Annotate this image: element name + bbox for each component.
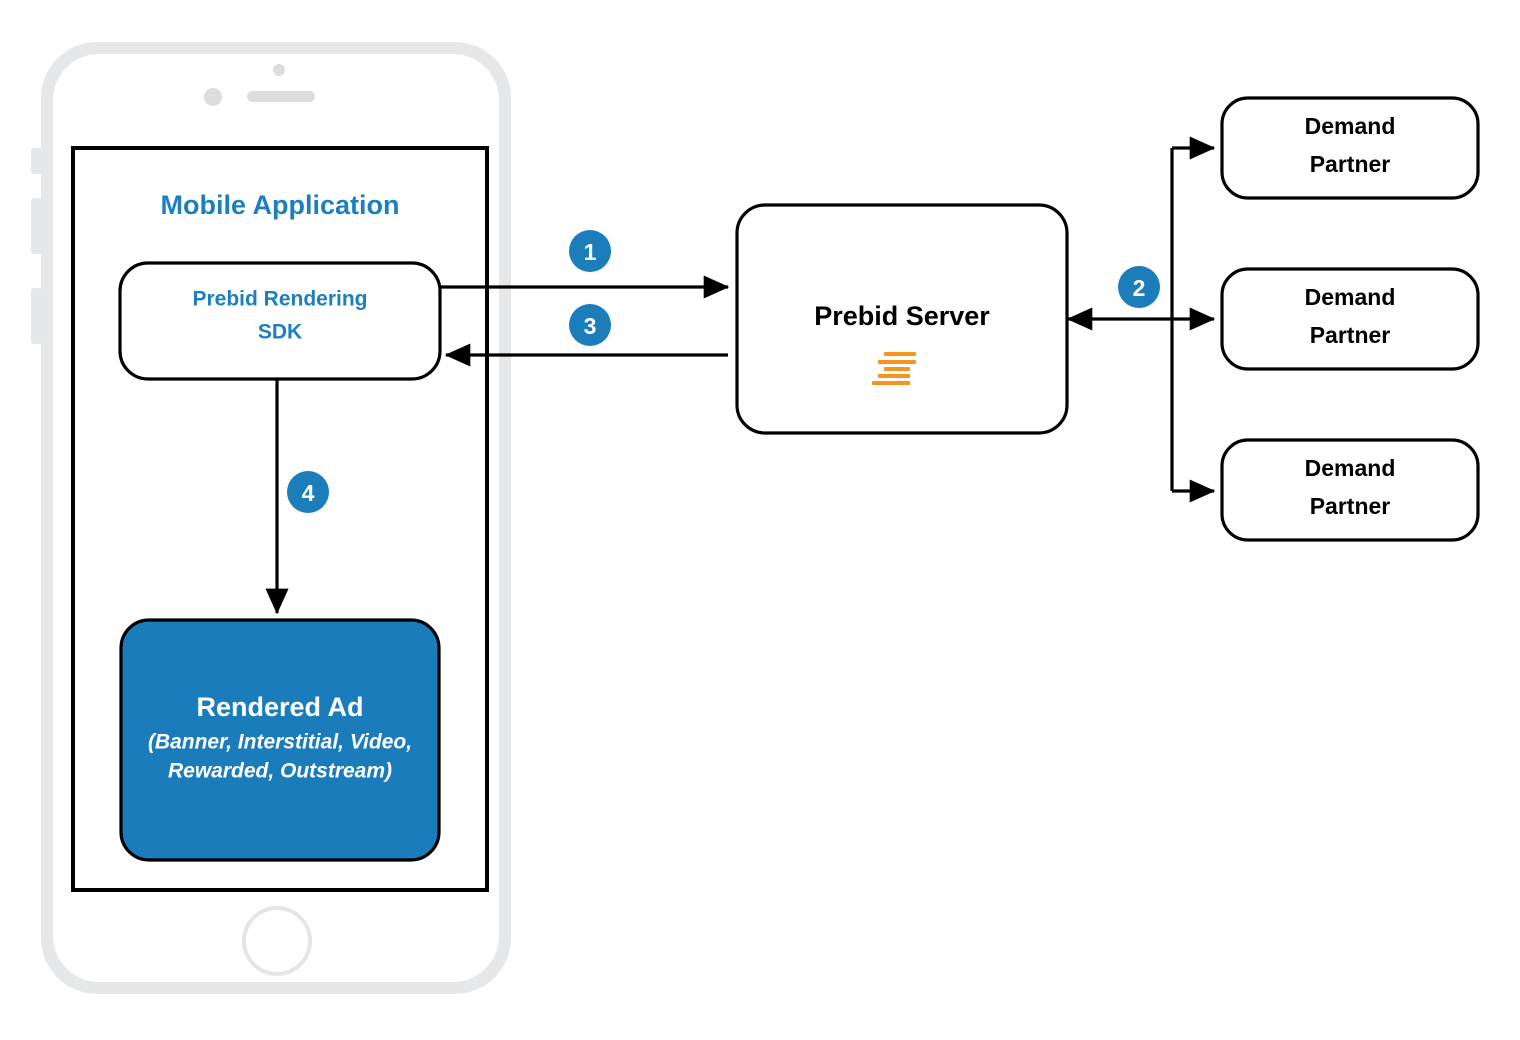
demand-partner-box[interactable] xyxy=(1220,267,1480,371)
step-badge-number: 3 xyxy=(584,313,597,339)
step-badge-3: 3 xyxy=(569,304,611,346)
step-badge-4: 4 xyxy=(287,471,329,513)
prebid-rendering-sdk-node[interactable]: Prebid Rendering SDK xyxy=(118,261,442,381)
app-screen-boundary xyxy=(71,146,489,892)
prebid-logo-bar-2 xyxy=(878,360,916,364)
volume-buttons-icon xyxy=(31,148,43,344)
demand-partner-2[interactable]: Demand Partner xyxy=(1220,267,1480,371)
demand-partner-label-line1: Demand xyxy=(1305,455,1396,481)
mobile-application-title: Mobile Application xyxy=(161,190,400,220)
prebid-logo-icon xyxy=(872,352,916,385)
demand-partner-label-line2: Partner xyxy=(1310,322,1391,348)
step-badge-number: 1 xyxy=(584,239,597,265)
rendered-ad-title: Rendered Ad xyxy=(196,692,363,722)
demand-partner-3[interactable]: Demand Partner xyxy=(1220,438,1480,542)
rendered-ad-box[interactable] xyxy=(119,618,441,862)
prebid-logo-bar-5 xyxy=(872,381,910,385)
demand-partner-box[interactable] xyxy=(1220,438,1480,542)
demand-partner-label-line1: Demand xyxy=(1305,284,1396,310)
rendered-ad-node[interactable]: Rendered Ad (Banner, Interstitial, Video… xyxy=(119,618,441,862)
demand-partner-1[interactable]: Demand Partner xyxy=(1220,96,1480,200)
proximity-sensor-icon xyxy=(273,64,285,76)
step-badge-number: 2 xyxy=(1133,275,1146,301)
prebid-rendering-sdk-label-line1: Prebid Rendering xyxy=(192,288,367,311)
prebid-server-box[interactable] xyxy=(735,203,1069,435)
front-camera-icon xyxy=(204,88,222,106)
flow-arrow-2 xyxy=(1066,136,1216,503)
step-badge-1: 1 xyxy=(569,230,611,272)
prebid-rendering-sdk-box[interactable] xyxy=(118,261,442,381)
prebid-rendering-sdk-label-line2: SDK xyxy=(258,321,302,344)
prebid-server-node[interactable]: Prebid Server xyxy=(735,203,1069,435)
rendered-ad-subtitle-line2: Rewarded, Outstream) xyxy=(168,760,392,783)
step-badge-number: 4 xyxy=(302,480,315,506)
prebid-logo-bar-3 xyxy=(884,367,910,371)
speaker-grill-icon xyxy=(247,91,315,102)
prebid-logo-bar-1 xyxy=(884,352,916,356)
step-badge-circle xyxy=(1118,266,1160,308)
rendered-ad-subtitle-line1: (Banner, Interstitial, Video, xyxy=(148,731,412,754)
demand-partner-box[interactable] xyxy=(1220,96,1480,200)
prebid-server-label: Prebid Server xyxy=(814,301,990,331)
step-badge-circle xyxy=(569,230,611,272)
home-button-icon[interactable] xyxy=(242,906,312,976)
step-badge-2: 2 xyxy=(1118,266,1160,308)
step-badge-circle xyxy=(287,471,329,513)
demand-partner-label-line2: Partner xyxy=(1310,151,1391,177)
step-badge-circle xyxy=(569,304,611,346)
prebid-logo-bar-4 xyxy=(878,374,910,378)
demand-partner-label-line2: Partner xyxy=(1310,493,1391,519)
demand-partner-label-line1: Demand xyxy=(1305,113,1396,139)
